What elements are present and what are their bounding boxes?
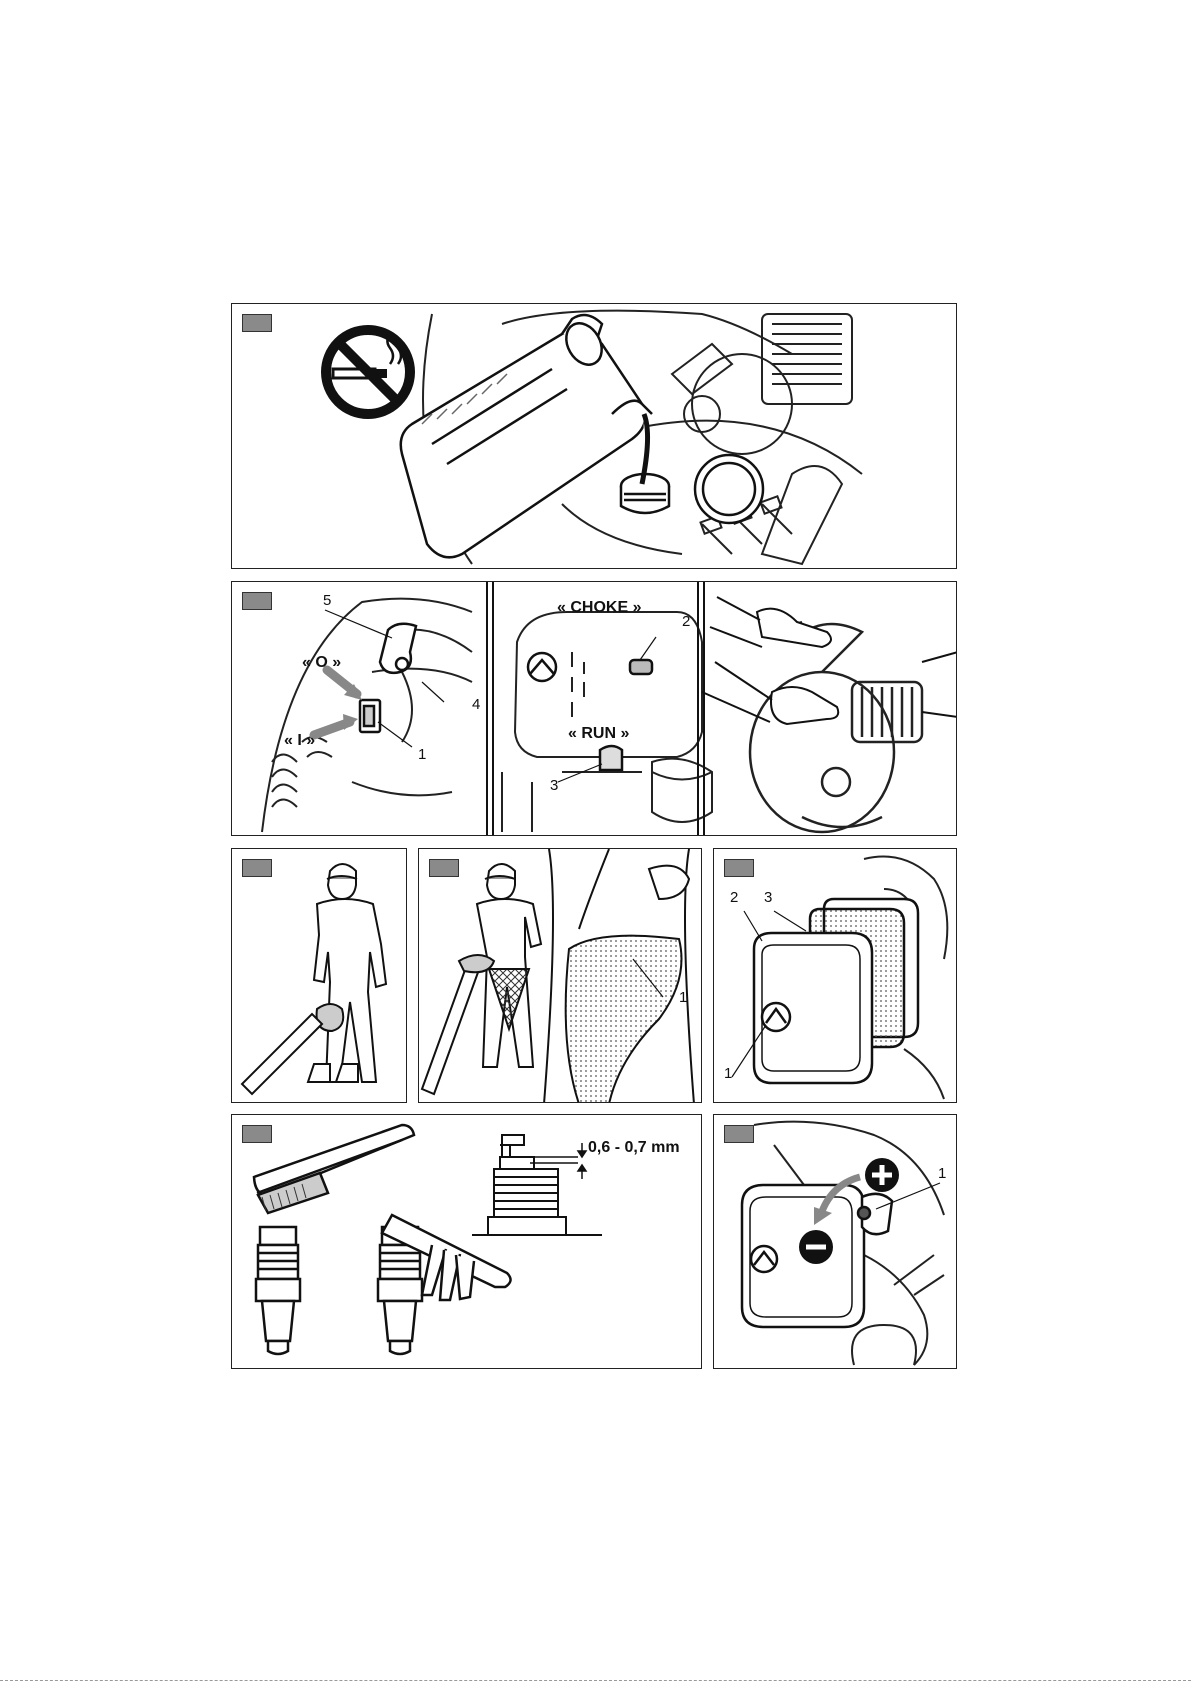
figure-spark-plug: 0,6 - 0,7 mm — [231, 1114, 702, 1369]
air-filter-illustration — [714, 849, 957, 1103]
no-smoking-icon — [326, 330, 410, 414]
switch-on-position-label: « I » — [284, 732, 315, 750]
carburettor-illustration — [714, 1115, 957, 1369]
refuelling-illustration — [232, 304, 957, 569]
callout-2: 2 — [682, 613, 690, 630]
callout-4: 4 — [472, 696, 480, 713]
figure-carburettor-adjustment: 1 — [713, 1114, 957, 1369]
callout-2: 2 — [730, 889, 738, 906]
callout-1: 1 — [724, 1065, 732, 1082]
operator-blowing-illustration — [232, 849, 407, 1103]
figure-refuelling — [231, 303, 957, 569]
page-bottom-rule — [0, 1680, 1191, 1682]
figure-operator-blowing — [231, 848, 407, 1103]
vacuum-bag-illustration — [419, 849, 702, 1103]
spark-plug-gap-label: 0,6 - 0,7 mm — [588, 1139, 680, 1157]
figure-vacuum-bag: 1 — [418, 848, 702, 1103]
figure-starting: 5 « O » 4 « I » 1 « CHOKE » 2 « RUN » 3 — [231, 581, 957, 836]
callout-1: 1 — [938, 1165, 946, 1182]
starting-illustration — [232, 582, 957, 836]
figure-air-filter: 2 3 1 — [713, 848, 957, 1103]
switch-off-position-label: « O » — [302, 654, 341, 672]
callout-3: 3 — [550, 777, 558, 794]
run-position-label: « RUN » — [568, 725, 629, 743]
callout-3: 3 — [764, 889, 772, 906]
callout-1: 1 — [679, 989, 687, 1006]
choke-position-label: « CHOKE » — [557, 599, 641, 617]
callout-5: 5 — [323, 592, 331, 609]
callout-1: 1 — [418, 746, 426, 763]
